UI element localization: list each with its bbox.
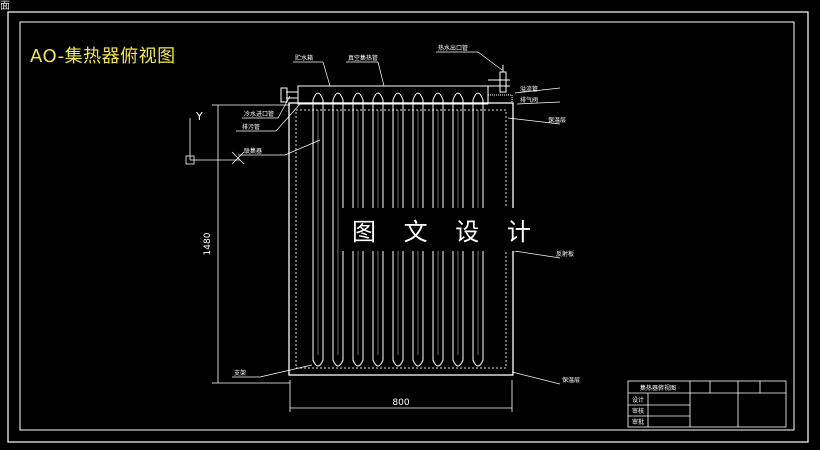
- inner-border: [19, 21, 795, 431]
- width-dimension: 800: [392, 398, 409, 408]
- tube: [392, 92, 404, 367]
- label-insulation-top: 保温层: [548, 116, 566, 124]
- label-reflector: 反射板: [556, 250, 574, 258]
- drawing-tab[interactable]: 面: [0, 1, 10, 12]
- label-insulation-bottom: 保温层: [562, 376, 580, 384]
- label-hot-water-outlet: 热水出口管: [438, 44, 468, 52]
- tube: [332, 92, 344, 367]
- tube: [432, 92, 444, 367]
- label-manifold: 联集器: [244, 147, 262, 155]
- title-block-row: 审批: [632, 418, 644, 426]
- tube: [472, 92, 484, 367]
- label-overflow: 溢流管: [520, 85, 538, 93]
- label-cold-water-inlet: 冷水进口管: [244, 110, 274, 118]
- outer-border: [7, 11, 809, 443]
- axis-y-label: Y: [195, 110, 203, 123]
- label-vacuum-tube: 真空集热管: [348, 54, 378, 62]
- title-block: [627, 380, 787, 428]
- tube: [312, 92, 324, 367]
- drawing-title: AO-集热器俯视图: [30, 46, 176, 67]
- title-block-row: 审核: [632, 407, 644, 415]
- label-drain-pipe: 排污管: [242, 123, 260, 131]
- header-tank: [280, 65, 513, 105]
- label-vent-valve: 排气阀: [520, 96, 538, 104]
- tube: [452, 92, 464, 367]
- height-dimension: 1480: [203, 232, 213, 255]
- leader-lines: [232, 51, 561, 385]
- watermark: 图 文 设 计: [340, 208, 553, 251]
- ucs-axis-icon: [185, 118, 245, 165]
- title-block-name: 集热器俯视图: [640, 384, 676, 392]
- label-storage-tank: 贮水箱: [295, 54, 313, 62]
- title-block-row: 设计: [632, 396, 644, 404]
- tube: [372, 92, 384, 367]
- tube: [352, 92, 364, 367]
- dimension-lines: [212, 104, 513, 412]
- tube: [412, 92, 424, 367]
- label-support: 支架: [234, 369, 246, 377]
